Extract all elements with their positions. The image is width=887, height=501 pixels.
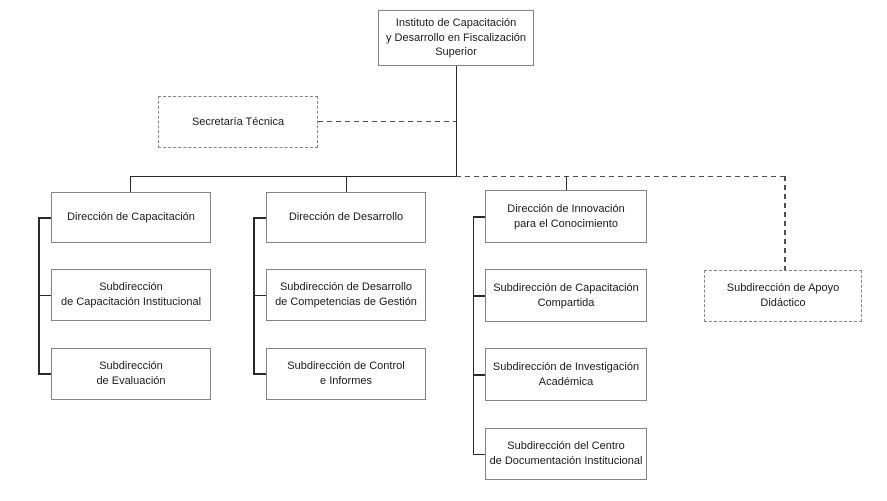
- org-node-secretaria-tecnica: Secretaría Técnica: [158, 96, 318, 148]
- org-node-subdireccion-apoyo-didactico: Subdirección de Apoyo Didáctico: [704, 270, 862, 322]
- org-node-subdireccion-competencias-gestion: Subdirección de Desarrollo de Competenci…: [266, 269, 426, 321]
- connector-apoyo-dashed-vertical: [784, 176, 786, 271]
- connector-root-vertical: [455, 66, 457, 176]
- org-node-direccion-capacitacion: Dirección de Capacitación: [51, 192, 211, 243]
- connector-secretaria-dashed: [318, 120, 456, 122]
- org-node-subdireccion-capacitacion-compartida: Subdirección de Capacitación Compartida: [485, 269, 647, 322]
- connector-col2-elbow: [253, 217, 266, 219]
- connector-main-bar-solid: [129, 175, 460, 177]
- connector-stub-capacitacion: [129, 176, 131, 193]
- connector-stub-desarrollo: [345, 176, 347, 193]
- org-node-subdireccion-evaluacion: Subdirección de Evaluación: [51, 348, 211, 400]
- connector-col1-child1: [38, 294, 51, 296]
- org-node-instituto: Instituto de Capacitación y Desarrollo e…: [378, 10, 534, 66]
- org-node-subdireccion-control-informes: Subdirección de Control e Informes: [266, 348, 426, 400]
- connector-col1-child2: [38, 373, 51, 375]
- connector-col3-rail: [472, 216, 474, 454]
- connector-col1-elbow: [38, 217, 51, 219]
- connector-col3-child3: [472, 453, 486, 455]
- connector-main-bar-dashed: [456, 175, 786, 177]
- org-node-subdireccion-capacitacion-institucional: Subdirección de Capacitación Institucion…: [51, 269, 211, 321]
- org-node-subdireccion-centro-documentacion: Subdirección del Centro de Documentación…: [485, 428, 647, 480]
- org-node-direccion-desarrollo: Dirección de Desarrollo: [266, 192, 426, 243]
- org-node-direccion-innovacion: Dirección de Innovación para el Conocimi…: [485, 190, 647, 243]
- org-node-subdireccion-investigacion-academica: Subdirección de Investigación Académica: [485, 348, 647, 401]
- connector-col2-child1: [253, 294, 266, 296]
- connector-col3-elbow: [472, 216, 486, 218]
- connector-col3-child2: [472, 374, 486, 376]
- connector-col2-child2: [253, 373, 266, 375]
- connector-col3-child1: [472, 295, 486, 297]
- connector-stub-innovacion: [565, 176, 567, 191]
